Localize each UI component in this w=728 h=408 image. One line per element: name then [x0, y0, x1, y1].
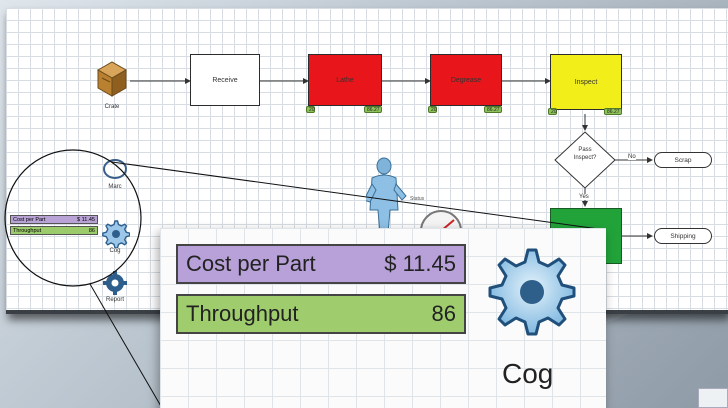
- zoom-throughput-row: Throughput 86: [176, 294, 466, 334]
- scrap-label: Scrap: [674, 156, 692, 164]
- callout-line-bottom: [89, 283, 163, 408]
- mini-cost-label: Cost per Part: [13, 217, 46, 223]
- zoom-cog-label: Cog: [502, 358, 554, 389]
- degrease-box[interactable]: Degrease: [430, 54, 502, 106]
- corner-fragment: [698, 388, 728, 408]
- decision-label-line2: Inspect?: [573, 155, 597, 161]
- palette-item-marc-label: Marc: [108, 184, 122, 190]
- degrease-metric-badge: 86.27: [484, 106, 502, 113]
- crate-label: Crate: [104, 104, 120, 110]
- mini-throughput-value: 86: [88, 228, 95, 234]
- status-label: Status: [410, 196, 425, 202]
- decision-label-line1: Pass: [578, 147, 592, 153]
- mini-throughput-label: Throughput: [13, 228, 42, 234]
- receive-label: Receive: [212, 76, 238, 84]
- shipping-terminal[interactable]: Shipping: [654, 228, 712, 244]
- diagram-canvas[interactable]: Crate Receive Lathe 20 86.27 Degrease 20…: [6, 8, 728, 314]
- lathe-label: Lathe: [336, 76, 354, 84]
- report-gear-icon[interactable]: [102, 270, 128, 296]
- decision-label: Pass Inspect?: [565, 146, 605, 162]
- mini-cost-value: $ 11.45: [77, 217, 95, 223]
- mini-throughput-row: Throughput 86: [10, 226, 98, 235]
- palette-cog-icon[interactable]: [100, 218, 130, 248]
- zoom-cog-icon: [488, 248, 576, 336]
- receive-box[interactable]: Receive: [190, 54, 260, 106]
- lathe-box[interactable]: Lathe: [308, 54, 382, 106]
- scrap-terminal[interactable]: Scrap: [654, 152, 712, 168]
- operator-person-icon[interactable]: [366, 156, 410, 236]
- lathe-count-badge: 20: [306, 106, 315, 113]
- crate-icon[interactable]: [94, 58, 130, 98]
- zoom-cost-label: Cost per Part: [186, 251, 316, 276]
- inspect-box[interactable]: Inspect: [550, 54, 622, 110]
- zoom-throughput-value: 86: [431, 301, 456, 326]
- zoom-cost-value: $ 11.45: [384, 251, 456, 276]
- palette-item-report-label: Report: [105, 297, 124, 303]
- inspect-metric-badge: 86.27: [604, 108, 622, 115]
- magnifier-circle: [4, 149, 142, 287]
- lathe-metric-badge: 86.27: [364, 106, 382, 113]
- callout-line-top: [111, 161, 607, 231]
- ring-icon[interactable]: [102, 156, 128, 182]
- inspect-label: Inspect: [574, 78, 598, 86]
- degrease-count-badge: 20: [428, 106, 437, 113]
- degrease-label: Degrease: [450, 76, 482, 84]
- palette-item-cog-label: Cog: [109, 248, 121, 254]
- zoom-cost-row: Cost per Part $ 11.45: [176, 244, 466, 284]
- zoom-panel: Cost per Part $ 11.45 Throughput 86 Cog: [160, 228, 606, 408]
- zoom-throughput-label: Throughput: [186, 301, 299, 326]
- no-branch-label: No: [628, 154, 636, 160]
- connector-lines: [130, 78, 653, 239]
- inspect-count-badge: 20: [548, 108, 557, 115]
- shipping-label: Shipping: [670, 232, 696, 240]
- yes-branch-label: Yes: [579, 194, 589, 200]
- mini-cost-row: Cost per Part $ 11.45: [10, 215, 98, 224]
